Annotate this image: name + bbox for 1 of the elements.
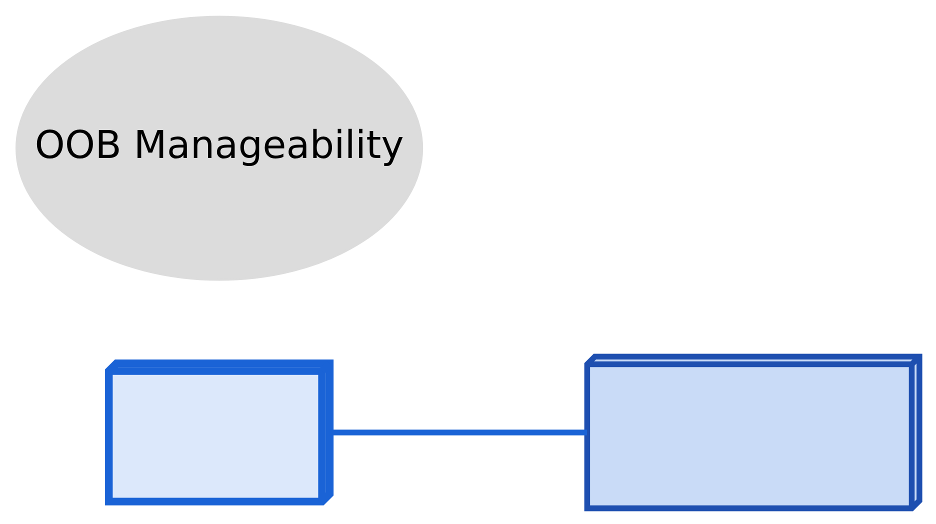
node-ellipse: OOB Manageability: [16, 15, 424, 280]
